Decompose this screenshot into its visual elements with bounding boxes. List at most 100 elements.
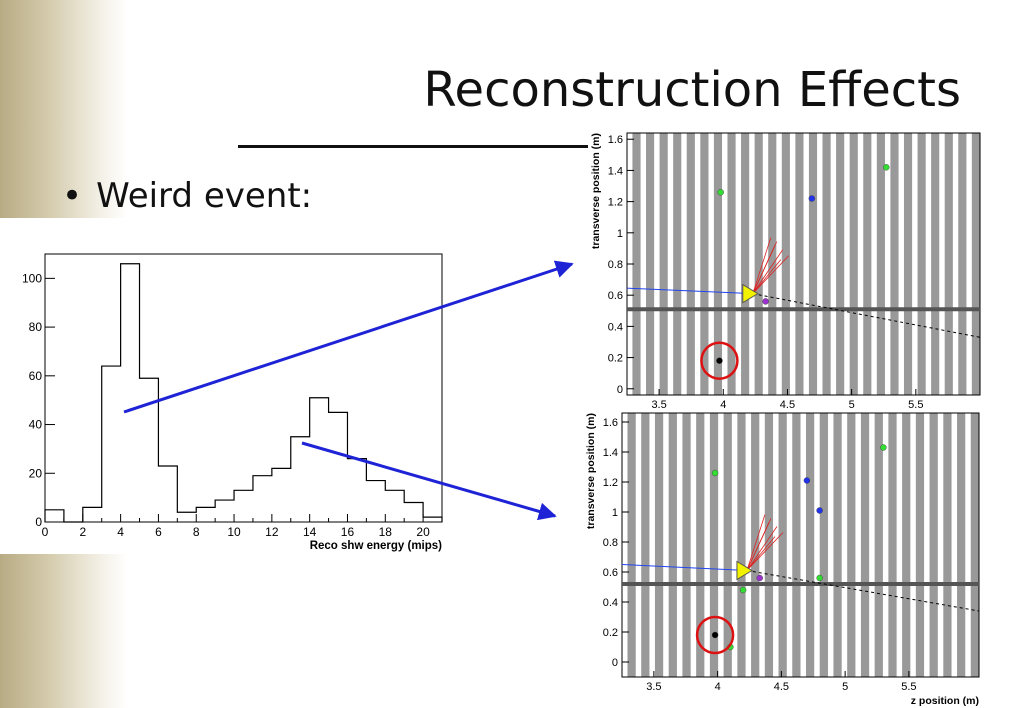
- y-tick-label: 1.4: [603, 447, 618, 459]
- x-tick-label: 10: [227, 525, 241, 539]
- hit-point: [883, 164, 890, 171]
- detector-plane-stripe: [723, 413, 732, 677]
- y-tick-label: 40: [29, 418, 43, 432]
- detector-plane-stripe: [778, 413, 787, 677]
- detector-plane-stripe: [741, 133, 750, 395]
- y-tick-label: 0: [35, 515, 42, 529]
- y-tick-label: 0.6: [608, 290, 623, 302]
- x-tick-label: 12: [265, 525, 279, 539]
- y-tick-label: 0.4: [608, 321, 623, 333]
- hit-point: [808, 195, 816, 202]
- shower-line: [752, 237, 772, 294]
- x-tick-label: 5.5: [901, 681, 916, 693]
- detector-plane-stripe: [847, 413, 856, 677]
- detector-plane-stripe: [768, 133, 777, 395]
- x-tick-label: 3.5: [646, 681, 661, 693]
- detector-plane-stripe: [890, 133, 899, 395]
- x-tick-label: 5.5: [908, 399, 923, 411]
- y-tick-label: 1.4: [608, 165, 623, 177]
- arrow-to-top-event: [123, 260, 574, 414]
- slide-title: Reconstruction Effects: [423, 62, 961, 118]
- bullet-text: Weird event:: [96, 176, 313, 216]
- detector-plane-stripe: [641, 413, 650, 677]
- x-tick-label: 4.5: [774, 681, 789, 693]
- shower-line: [746, 514, 766, 571]
- y-tick-label: 60: [29, 369, 43, 383]
- x-tick-label: 4.5: [780, 399, 795, 411]
- detector-plane-stripe: [808, 133, 818, 395]
- detector-plane-stripe: [874, 413, 883, 677]
- plot-frame: [44, 253, 443, 523]
- detector-plane-stripe: [888, 413, 897, 677]
- shower-line: [746, 536, 776, 571]
- detector-plane-stripe: [876, 133, 885, 395]
- detector-plane-stripe: [917, 133, 926, 395]
- detector-plane-stripe: [822, 133, 831, 395]
- hit-point: [816, 507, 823, 514]
- histogram-step-line: [44, 263, 443, 523]
- detector-plane-stripe: [944, 133, 953, 395]
- shower-line: [746, 526, 778, 571]
- detector-plane-stripe: [971, 133, 980, 395]
- left-band-gap: [0, 218, 130, 554]
- y-axis-label: transverse position (m): [585, 413, 597, 529]
- y-tick-label: 1.6: [608, 134, 623, 146]
- incoming-track: [626, 287, 753, 295]
- detector-plane-stripe: [849, 133, 858, 395]
- detector-plane-stripe: [696, 413, 705, 677]
- shower-line: [752, 249, 784, 294]
- hit-point: [816, 574, 823, 582]
- detector-plane-stripe: [682, 413, 691, 677]
- incoming-track: [621, 564, 747, 571]
- detector-plane-stripe: [646, 133, 655, 395]
- hit-point: [711, 469, 719, 477]
- detector-plane-stripe: [727, 133, 736, 395]
- y-tick-label: 0.2: [608, 353, 623, 365]
- shower-line: [746, 532, 784, 571]
- detector-plane-stripe: [805, 413, 815, 677]
- detector-plane-stripe: [713, 133, 723, 395]
- detector-plane-stripe: [958, 133, 967, 395]
- detector-plane-stripe: [668, 413, 677, 677]
- shower-line: [746, 522, 770, 571]
- highlight-circle: [695, 615, 735, 655]
- detector-plane-stripe: [754, 133, 763, 395]
- bullet-dot: •: [62, 176, 83, 216]
- shower-line: [752, 255, 790, 294]
- detector-plane-stripe: [915, 413, 925, 677]
- y-tick-label: 0: [612, 657, 618, 669]
- x-tick-label: 5: [842, 681, 848, 693]
- y-tick-label: 20: [29, 466, 43, 480]
- x-tick-label: 5: [849, 399, 855, 411]
- x-tick-label: 16: [341, 525, 355, 539]
- highlight-circle: [700, 341, 739, 380]
- hit-point: [756, 574, 763, 582]
- shower-line: [752, 245, 776, 294]
- detector-plane-stripe: [970, 413, 979, 677]
- detector-plane-stripe: [819, 413, 828, 677]
- detector-plane-stripe: [709, 413, 719, 677]
- hit-point: [803, 477, 811, 484]
- x-tick-label: 4: [117, 525, 124, 539]
- detector-plane-stripe: [860, 413, 870, 677]
- bullet-item: • Weird event:: [62, 176, 312, 216]
- y-tick-label: 0.8: [603, 537, 618, 549]
- y-tick-label: 0.4: [603, 597, 618, 609]
- detector-plane-stripe: [781, 133, 790, 395]
- shower-line: [752, 259, 782, 294]
- arrow-to-bottom-event: [301, 441, 557, 521]
- y-tick-label: 0: [617, 384, 623, 396]
- y-tick-label: 1: [617, 228, 623, 240]
- detector-plane-stripe: [795, 133, 804, 395]
- y-tick-label: 0.8: [608, 259, 623, 271]
- x-tick-label: 2: [79, 525, 86, 539]
- x-tick-label: 6: [155, 525, 162, 539]
- y-tick-label: 1.2: [608, 197, 623, 209]
- x-tick-label: 0: [42, 525, 49, 539]
- y-tick-label: 80: [29, 320, 43, 334]
- vertex-marker: [742, 283, 759, 304]
- detector-plane-stripe: [931, 133, 940, 395]
